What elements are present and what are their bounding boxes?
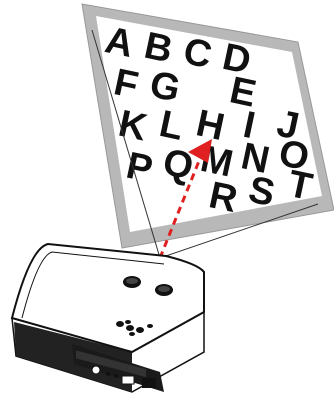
projector-icon bbox=[12, 244, 204, 392]
